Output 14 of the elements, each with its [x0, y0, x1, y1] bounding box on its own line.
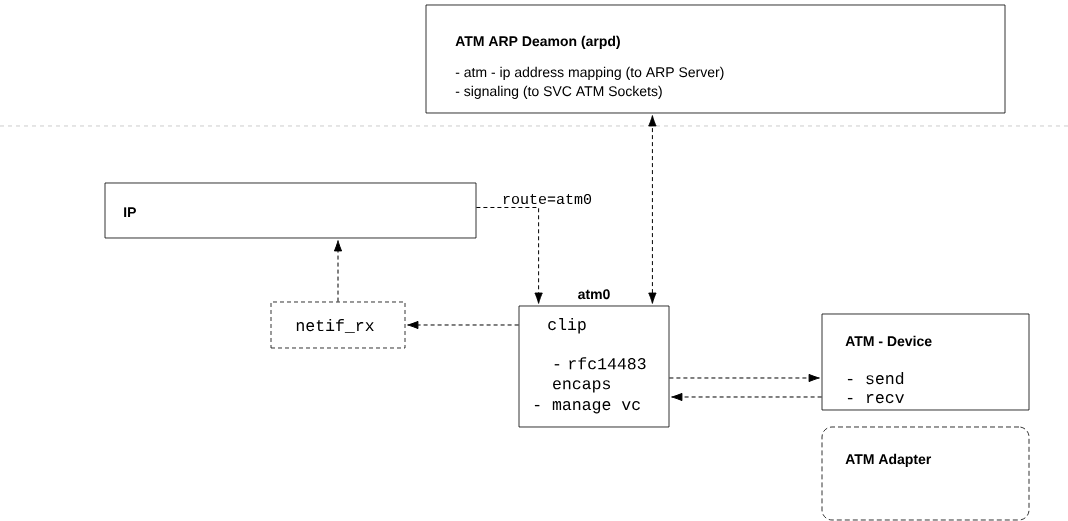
edge-label: route=atm0: [501, 192, 593, 206]
layer-box: IP: [104, 182, 477, 239]
arrow: [648, 115, 657, 304]
adapter-box: ATM Adapter: [821, 426, 1030, 521]
device-box: ATM - Device - send - recv: [821, 313, 1030, 411]
arrow: [671, 392, 823, 402]
arrow: [668, 373, 820, 383]
arrow: [333, 240, 343, 303]
daemon-box: ATM ARP Deamon (arpd) - atm - ip address mapping (to ARP Server) - signaling (to SVC ATM Sockets): [425, 4, 1006, 114]
interface-box: atm0 clip - rfc14483 encaps - manage vc: [518, 289, 670, 428]
node-label: atm0: [578, 289, 610, 300]
function-box: netif_rx: [270, 301, 406, 349]
arrow: [475, 207, 543, 304]
arrow: [407, 320, 520, 330]
